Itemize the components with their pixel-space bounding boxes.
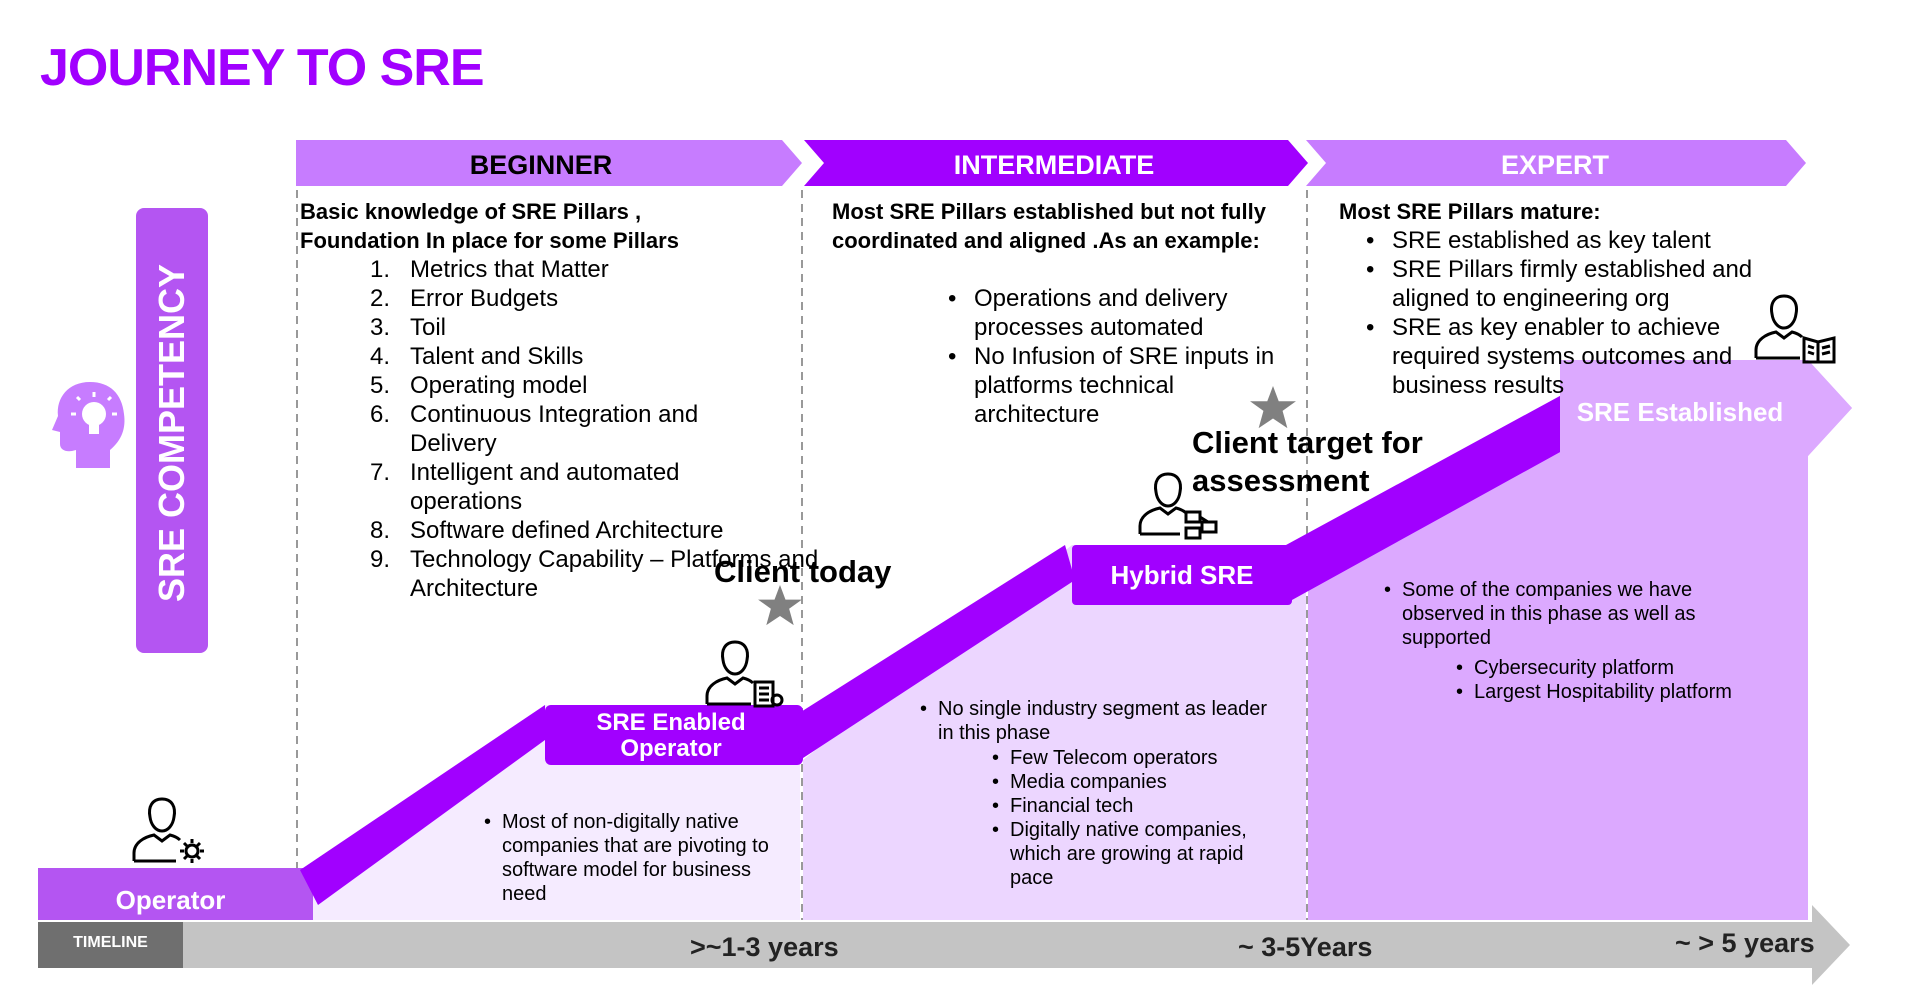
list-item: SRE established as key talent: [1366, 226, 1786, 255]
person-network-icon: [1138, 472, 1218, 540]
lightbulb-head-icon: [52, 382, 125, 468]
ramp-3: [1286, 385, 1600, 600]
list-item: Cybersecurity platform: [1456, 656, 1764, 680]
list-item: Largest Hospitability platform: [1456, 680, 1764, 704]
list-item: SRE as key enabler to achieve required s…: [1366, 313, 1786, 400]
expert-list: SRE established as key talent SRE Pillar…: [1366, 226, 1786, 400]
list-item: Media companies: [992, 770, 1290, 794]
phase-label-intermediate: INTERMEDIATE: [953, 150, 1155, 180]
stage-sre-enabled-operator: SRE Enabled Operator: [596, 709, 746, 762]
list-item: Few Telecom operators: [992, 746, 1290, 770]
timeline-arrow: [38, 905, 1850, 985]
intermediate-observation-list: Few Telecom operators Media companies Fi…: [992, 746, 1290, 890]
list-item: 6.Continuous Integration and Delivery: [370, 401, 699, 457]
star-icon: [758, 585, 802, 626]
intermediate-heading: Most SRE Pillars established but not ful…: [832, 199, 1266, 253]
timeline-tick-1: >~1-3 years: [690, 932, 839, 962]
timeline-tick-2: ~ 3-5Years: [1238, 932, 1373, 962]
step-operator: [38, 868, 313, 920]
step-hybrid: [1072, 545, 1292, 605]
stage-operator: Operator: [115, 885, 226, 915]
ramp-2: [796, 545, 1075, 760]
zone-expert: [1308, 390, 1808, 920]
ramp-1: [300, 705, 545, 905]
list-item: 9.Technology Capability – Platforms and …: [370, 546, 819, 602]
list-item: 3.Toil: [370, 314, 447, 341]
timeline-label: TIMELINE: [73, 934, 148, 951]
list-item: Operations and delivery processes automa…: [948, 284, 1278, 342]
star-icon: [1250, 386, 1296, 429]
list-item: 5.Operating model: [370, 372, 588, 399]
phase-arrow-beginner: [296, 140, 802, 186]
phase-label-expert: EXPERT: [1500, 150, 1610, 180]
callout-client-target: Client target for assessment: [1192, 425, 1423, 498]
callout-client-today: Client today: [714, 554, 892, 589]
expert-observations: Some of the companies we have observed i…: [1384, 578, 1772, 650]
expert-heading: Most SRE Pillars mature:: [1339, 199, 1601, 224]
person-document-icon: [705, 640, 784, 708]
stage-hybrid-sre: Hybrid SRE: [1110, 560, 1254, 590]
timeline-label-box: [38, 922, 183, 968]
phase-label-beginner: BEGINNER: [469, 150, 613, 180]
page-title: JOURNEY TO SRE: [40, 39, 485, 97]
person-book-icon: [1754, 294, 1836, 364]
list-item: 8.Software defined Architecture: [370, 517, 724, 544]
competency-label: SRE COMPETENCY: [151, 263, 192, 603]
list-item: 1.Metrics that Matter: [370, 256, 609, 283]
list-item: 7.Intelligent and automated operations: [370, 459, 680, 515]
list-item: Financial tech: [992, 794, 1290, 818]
expert-observation-list: Cybersecurity platform Largest Hospitabi…: [1456, 656, 1764, 704]
beginner-heading: Basic knowledge of SRE Pillars , Foundat…: [300, 199, 679, 253]
list-item: No Infusion of SRE inputs in platforms t…: [948, 342, 1278, 429]
stage-sre-established: SRE Established: [1576, 397, 1784, 427]
list-item: Digitally native companies, which are gr…: [992, 818, 1290, 890]
intermediate-list: Operations and delivery processes automa…: [948, 284, 1278, 429]
beginner-observations: Most of non-digitally native companies t…: [484, 810, 792, 906]
phase-arrow-expert: [1306, 140, 1806, 186]
phase-arrow-intermediate: [804, 140, 1308, 186]
competency-bar: [136, 208, 208, 653]
list-item: SRE Pillars firmly established and align…: [1366, 255, 1786, 313]
timeline-tick-3: ~ > 5 years: [1675, 928, 1815, 958]
person-gear-icon: [132, 797, 204, 863]
step-sre-enabled: [545, 705, 803, 765]
list-item: 4.Talent and Skills: [370, 343, 584, 370]
intermediate-observations: No single industry segment as leader in …: [920, 697, 1268, 745]
beginner-pillars-list: 1.Metrics that Matter 2.Error Budgets 3.…: [300, 255, 818, 603]
list-item: 2.Error Budgets: [370, 285, 559, 312]
